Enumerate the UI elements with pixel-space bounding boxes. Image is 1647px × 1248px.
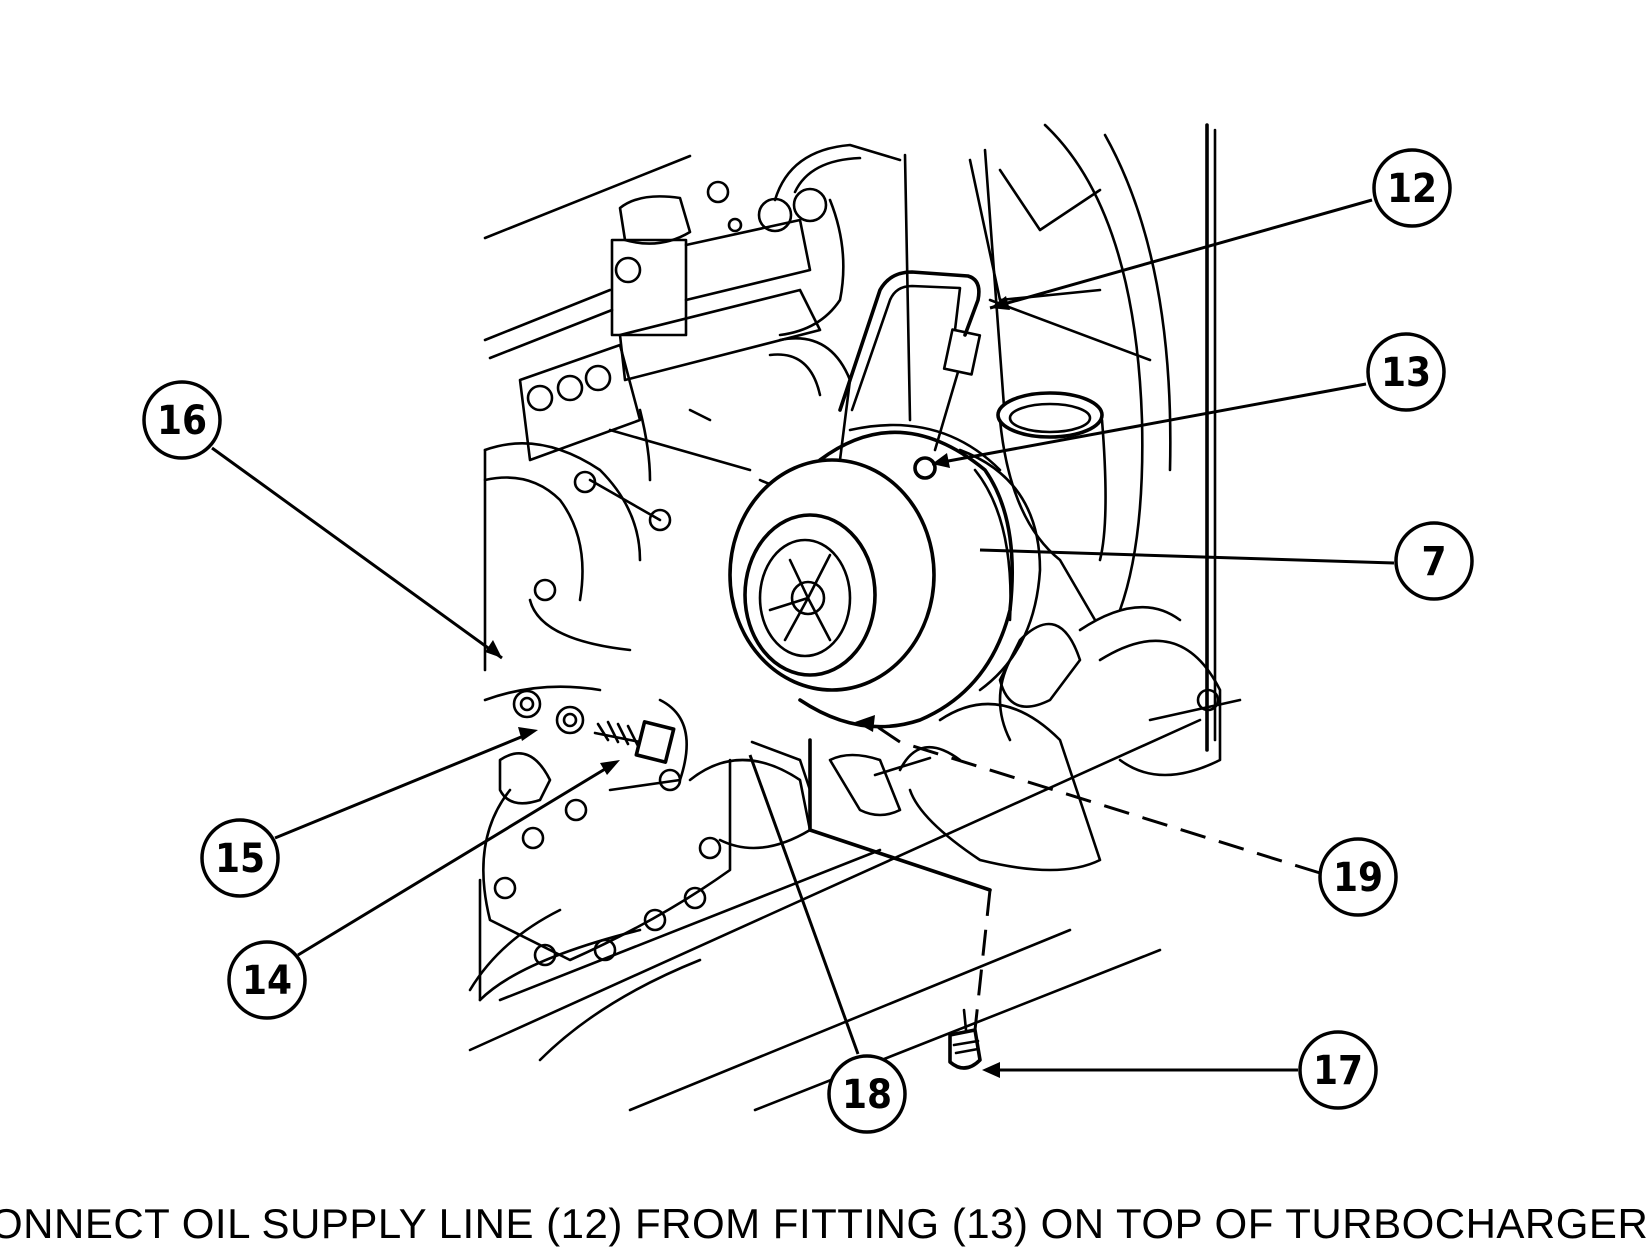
callout-15: 15 [200,818,280,898]
leader-13 [931,382,1367,466]
leader-7 [979,548,1395,565]
callout-18: 18 [827,1054,907,1134]
leader-14-arrowhead [600,760,620,775]
callout-label: 19 [1333,855,1383,901]
callout-label: 13 [1381,350,1431,396]
callout-19: 19 [1318,837,1398,917]
leader-13-arrowhead [932,453,950,468]
leader-lines [211,198,1395,1078]
leader-16 [211,446,503,660]
callout-label: 7 [1421,539,1446,585]
leader-15 [274,733,527,840]
leader-12 [989,198,1373,310]
callout-label: 12 [1387,166,1437,212]
callout-circle [1372,148,1452,228]
callout-14: 14 [227,940,307,1020]
callout-circle [1318,837,1398,917]
callout-label: 18 [842,1072,892,1118]
callout-label: 14 [242,958,292,1004]
leader-15-arrowhead [518,727,538,741]
leader-17-dash [973,889,992,1031]
leader-12-arrowhead [990,296,1010,310]
callout-circle [1298,1030,1378,1110]
leader-18 [748,754,860,1055]
callout-circle [227,940,307,1020]
leader-19 [869,720,1321,875]
callout-circle [1366,332,1446,412]
instruction-caption: ONNECT OIL SUPPLY LINE (12) FROM FITTING… [0,1200,1647,1247]
leader-14 [297,761,616,957]
callout-7: 7 [1394,521,1474,601]
callout-label: 15 [215,836,265,882]
callout-label: 17 [1313,1048,1363,1094]
callout-13: 13 [1366,332,1446,412]
callout-circle [142,380,222,460]
callout-17: 17 [1298,1030,1378,1110]
leader-16-arrowhead [485,640,502,658]
leader-17-arrowhead [982,1062,1000,1078]
callout-label: 16 [157,398,207,444]
engine-illustration [468,123,1242,1112]
callout-circle [1394,521,1474,601]
callout-circle [200,818,280,898]
turbocharger-exploded-diagram: 12 13 16 7 15 19 14 17 18 [142,123,1474,1134]
callout-circle [827,1054,907,1134]
callout-12: 12 [1372,148,1452,228]
leader-19-arrowhead [855,715,875,732]
callout-16: 16 [142,380,222,460]
